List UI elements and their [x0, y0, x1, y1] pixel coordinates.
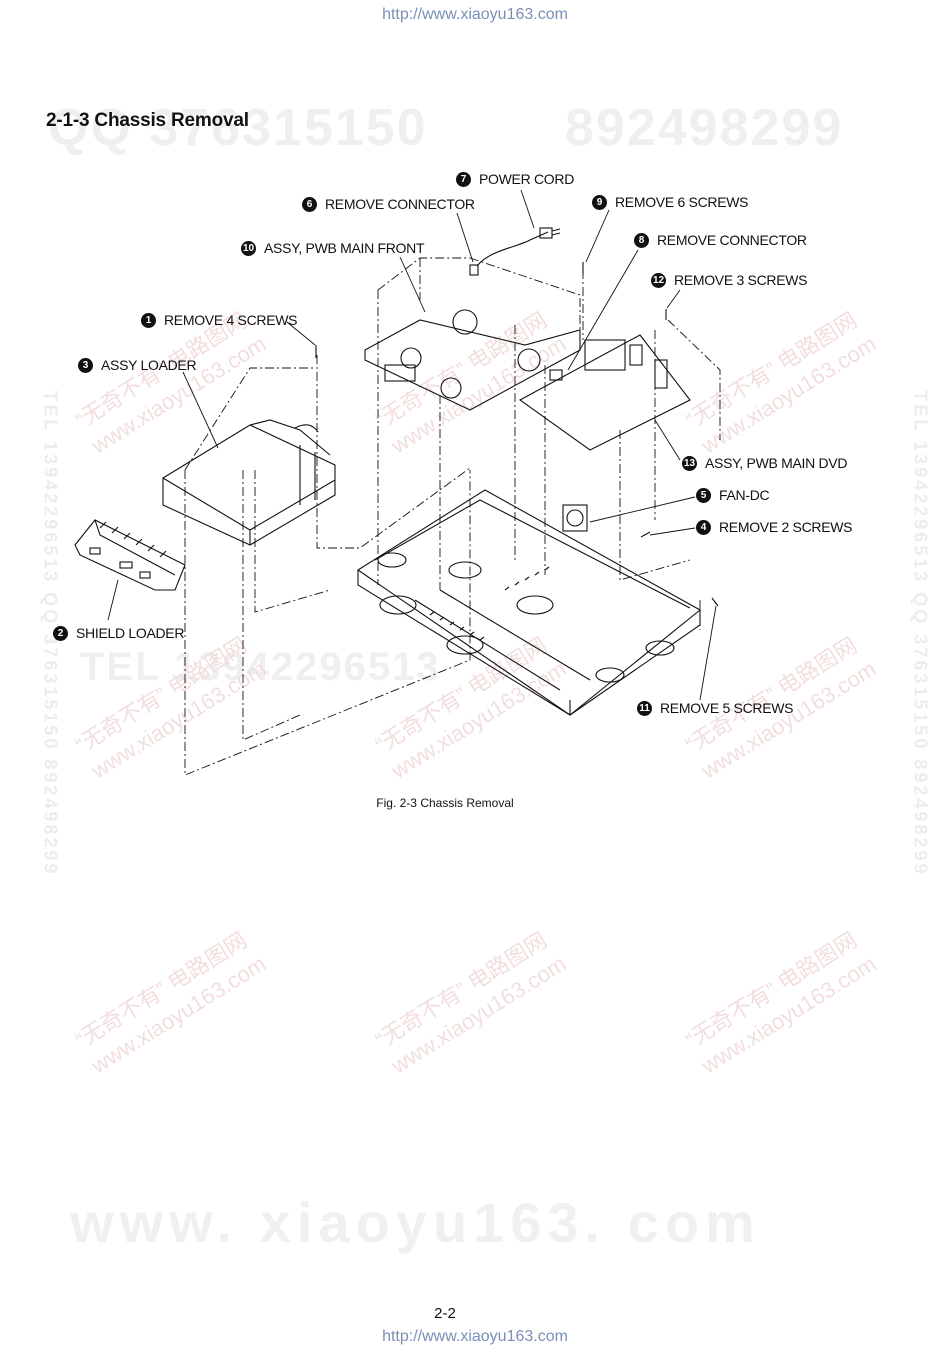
shield-loader-drawing: [74, 519, 186, 591]
assy-loader-drawing: [162, 419, 336, 546]
leader-lines: [107, 189, 717, 701]
guide-lines: [184, 257, 721, 776]
screws-drawing: [315, 262, 719, 607]
figure-caption: Fig. 2-3 Chassis Removal: [376, 796, 514, 810]
footer-url-link[interactable]: http://www.xiaoyu163.com: [382, 1328, 568, 1345]
pwb-main-dvd-drawing: [518, 334, 691, 451]
header-url-link[interactable]: http://www.xiaoyu163.com: [382, 6, 568, 23]
watermark-number: QQ 376315150: [48, 99, 428, 157]
power-cord-drawing: [476, 227, 561, 267]
page-number: 2-2: [434, 1305, 456, 1322]
watermark-url: www. xiaoyu163. com: [70, 1191, 761, 1254]
section-title: 2-1-3 Chassis Removal: [46, 110, 249, 131]
watermark-number: 892498299: [565, 99, 844, 157]
chassis-drawing: [356, 489, 701, 716]
watermark-number: TEL 13942296513: [80, 645, 441, 689]
fan-dc-drawing: [562, 504, 588, 532]
pwb-main-front-drawing: [364, 264, 581, 411]
